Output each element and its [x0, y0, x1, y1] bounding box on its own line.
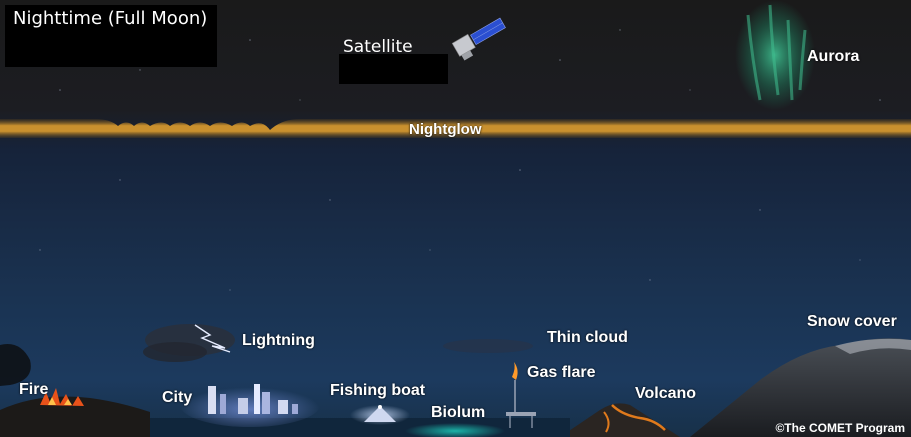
- credit-text: ©The COMET Program: [775, 421, 905, 435]
- biolum-label: Biolum: [431, 404, 486, 421]
- city-graphic: [180, 383, 320, 427]
- thin-cloud-label: Thin cloud: [547, 329, 628, 346]
- snow-cover-label: Snow cover: [807, 313, 897, 330]
- nightglow-band: [0, 119, 911, 138]
- fire-graphic: [40, 388, 84, 406]
- fire-label: Fire: [19, 381, 49, 398]
- satellite-label-box: [339, 54, 448, 84]
- satellite-label: Satellite: [343, 37, 413, 57]
- lava-flow: [611, 404, 666, 431]
- aurora-label: Aurora: [807, 48, 860, 65]
- aurora-graphic: [735, 0, 815, 110]
- city-label: City: [162, 389, 193, 406]
- gas-flare-graphic: [506, 362, 536, 428]
- snow-mountain: [690, 338, 911, 437]
- volcano-mountain: [560, 403, 680, 437]
- thin-cloud-graphic: [443, 339, 533, 353]
- page-title: Nighttime (Full Moon): [13, 8, 208, 29]
- title-box: [5, 5, 217, 67]
- biolum-graphic: [405, 423, 505, 437]
- nightglow-label: Nightglow: [409, 121, 482, 138]
- left-hills: [0, 396, 150, 437]
- satellite-graphic: [451, 17, 506, 61]
- gas-flare-label: Gas flare: [527, 364, 596, 381]
- fishing-boat-label: Fishing boat: [330, 382, 426, 399]
- lightning-graphic: [143, 324, 235, 362]
- lava-flow-2: [603, 411, 610, 433]
- snow-cap: [835, 338, 911, 354]
- fishing-boat-graphic: [350, 405, 410, 425]
- left-smoke: [0, 344, 31, 386]
- lightning-label: Lightning: [242, 332, 315, 349]
- volcano-label: Volcano: [635, 385, 697, 402]
- stars: [39, 29, 881, 291]
